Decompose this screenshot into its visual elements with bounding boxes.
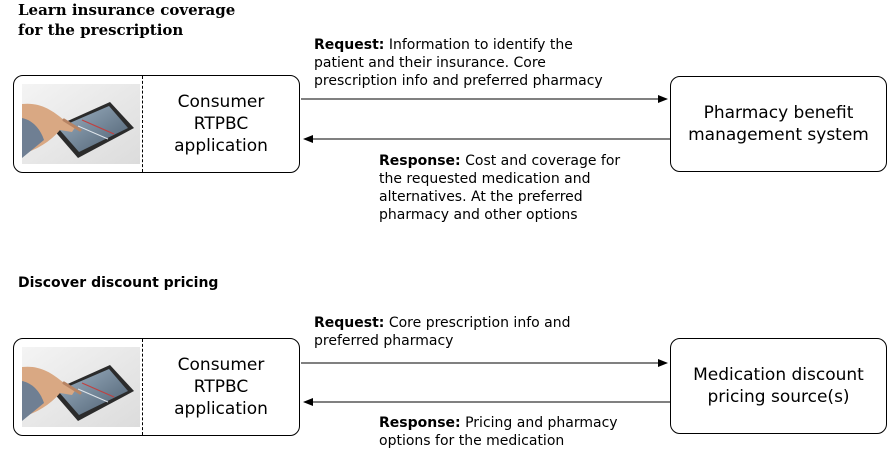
box-divider	[142, 339, 143, 435]
box-divider	[142, 76, 143, 172]
request-text: Core prescription info and	[384, 315, 571, 331]
response-text: Pricing and pharmacy	[460, 415, 618, 431]
request-text: Information to identify the	[384, 37, 573, 53]
response-label-1: Response: Cost and coverage for the requ…	[379, 152, 620, 224]
pbm-label-line: Pharmacy benefit	[703, 103, 854, 123]
request-heading: Request:	[314, 315, 385, 331]
response-text: pharmacy and other options	[379, 207, 578, 223]
section-title-line: Learn insurance coverage	[18, 1, 236, 19]
pbm-label-line: management system	[688, 125, 869, 145]
consumer-label-line: RTPBC	[193, 377, 249, 397]
consumer-label: Consumer RTPBC application	[143, 76, 299, 172]
medication-discount-label: Medication discount pricing source(s)	[671, 339, 886, 433]
request-text: prescription info and preferred pharmacy	[314, 73, 603, 89]
consumer-label-line: application	[174, 399, 268, 419]
consumer-rtpbc-box: Consumer RTPBC application	[13, 338, 300, 436]
section-title-insurance: Learn insurance coverage for the prescri…	[18, 0, 235, 40]
section-title-line: for the prescription	[18, 21, 184, 39]
consumer-label-line: Consumer	[177, 355, 265, 375]
medication-discount-box: Medication discount pricing source(s)	[670, 338, 887, 434]
request-text: patient and their insurance. Core	[314, 55, 546, 71]
consumer-label: Consumer RTPBC application	[143, 339, 299, 435]
request-label-2: Request: Core prescription info and pref…	[314, 314, 570, 350]
pharmacy-benefit-box: Pharmacy benefit management system	[670, 76, 887, 172]
response-text: the requested medication and	[379, 171, 591, 187]
request-label-1: Request: Information to identify the pat…	[314, 36, 603, 90]
consumer-rtpbc-box: Consumer RTPBC application	[13, 75, 300, 173]
tablet-hand-photo	[22, 84, 140, 164]
response-label-2: Response: Pricing and pharmacy options f…	[379, 414, 618, 450]
consumer-label-line: RTPBC	[193, 114, 249, 134]
discount-label-line: pricing source(s)	[707, 387, 850, 407]
response-heading: Response:	[379, 415, 461, 431]
request-text: preferred pharmacy	[314, 333, 454, 349]
consumer-label-line: application	[174, 136, 268, 156]
pharmacy-benefit-label: Pharmacy benefit management system	[671, 77, 886, 171]
response-text: options for the medication	[379, 433, 565, 449]
section-title-discount: Discover discount pricing	[18, 275, 219, 291]
response-heading: Response:	[379, 153, 461, 169]
discount-label-line: Medication discount	[693, 365, 864, 385]
response-text: Cost and coverage for	[460, 153, 621, 169]
response-text: alternatives. At the preferred	[379, 189, 583, 205]
consumer-label-line: Consumer	[177, 92, 265, 112]
request-heading: Request:	[314, 37, 385, 53]
tablet-hand-photo	[22, 347, 140, 427]
